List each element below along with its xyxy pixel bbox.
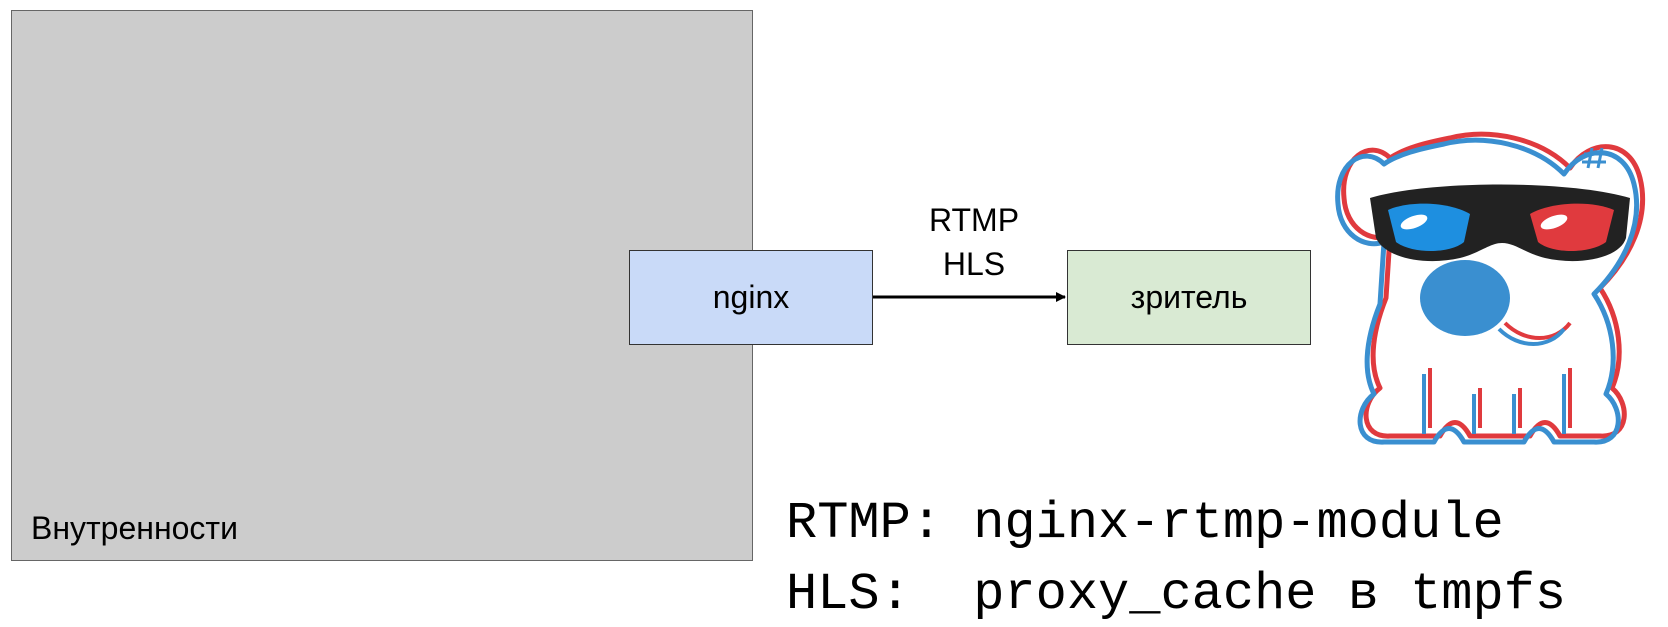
node-nginx-label: nginx <box>712 279 790 315</box>
3d-glasses-dog-mascot-icon <box>1335 131 1646 445</box>
internals-label: Внутренности <box>31 510 238 546</box>
node-nginx: nginx <box>629 250 873 345</box>
note-rtmp: RTMP: nginx-rtmp-module <box>786 494 1504 553</box>
node-viewer: зритель <box>1067 250 1311 345</box>
note-hls: HLS: proxy_cache в tmpfs <box>786 565 1567 624</box>
edge-label-hls: HLS <box>942 246 1006 282</box>
edge-label-rtmp: RTMP <box>928 202 1020 238</box>
node-viewer-label: зритель <box>1130 279 1248 315</box>
